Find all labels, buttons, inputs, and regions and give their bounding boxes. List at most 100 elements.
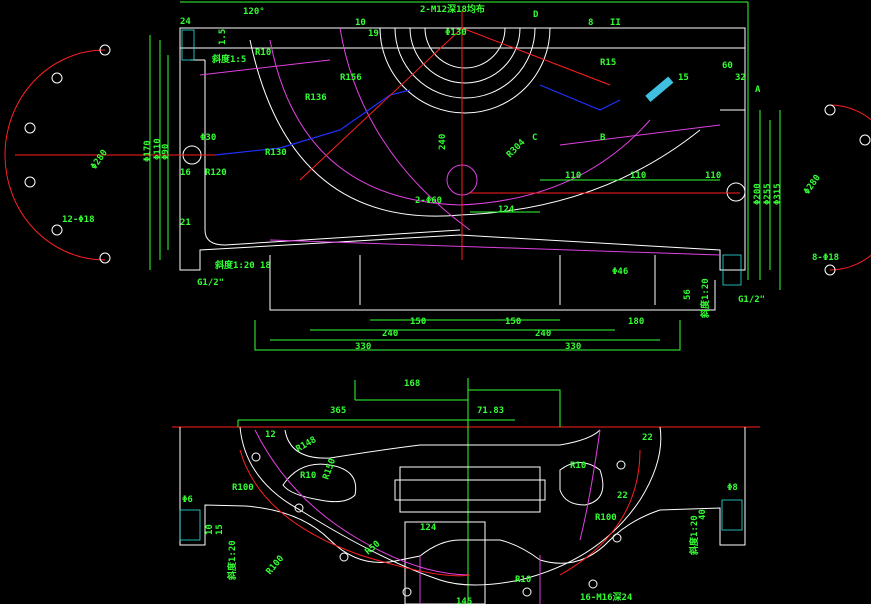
dim-label: 240 [438,134,448,150]
dim-label: 124 [498,205,515,215]
center-boss [404,521,486,604]
bolt-circle [4,49,106,261]
hidden-lines [199,59,721,256]
hole-circle [726,182,746,202]
dim-label: 12-Φ18 [62,215,95,225]
dim-label: Φ280 [89,148,110,172]
dim-label: R304 [505,137,528,160]
dim-label: Φ280 [802,173,823,197]
dim-label: R120 [205,168,227,178]
dim-label: 8 [588,18,593,28]
thread-label: G1/2" [738,295,765,305]
dim-label: 22 [642,433,653,443]
slope-label: 斜度1:5 [211,53,246,65]
dim-label: 330 [355,342,371,352]
dim-label: 145 [456,597,472,604]
dim-label: 60 [722,61,733,71]
bearing-bore [394,27,536,99]
dim-label: Φ46 [612,267,628,277]
dim-label: 32 [735,73,746,83]
dim-label: B [600,133,606,143]
dim-label: 150 [505,317,521,327]
hatch-section [722,254,742,286]
dim-label: A [755,85,761,95]
bottom-view-labels: 168 365 71.83 R148 R10 R150 R100 R100 R1… [182,379,738,604]
dim-label: 40 [698,509,708,520]
dim-label: R15 [600,58,616,68]
hidden-arc [339,27,471,231]
hatch-section [179,509,201,541]
hidden-lines [254,429,601,604]
dim-label: 21 [180,218,191,228]
top-view [4,10,871,351]
dim-label: C [532,133,537,143]
centerline [299,27,463,181]
dim-label: R148 [295,435,319,455]
dim-label: Φ130 [445,28,467,38]
dim-label: 240 [382,329,398,339]
bottom-view [172,378,760,604]
top-view-labels: 24 120° 2-M12深18均布 D 10 19 8 II 斜度1:5 R1… [62,3,839,352]
bolt-holes-bottom [251,452,626,597]
dim-label: Φ200 [753,183,763,205]
dim-label: 150 [410,317,426,327]
dim-label: 10 [205,524,215,535]
inner-wall [204,60,461,246]
dimension-lines [237,380,561,427]
dim-label: 124 [420,523,437,533]
dim-label: Φ90 [161,144,171,160]
dim-label: 365 [330,406,346,416]
hatch-section [721,499,743,531]
dim-label: R10 [515,575,531,585]
dim-label: R130 [265,148,287,158]
dim-label: 240 [535,329,551,339]
dim-label: Φ170 [143,140,153,162]
slope-label: 斜度1:20 [688,515,700,556]
hatch-section [181,29,195,61]
rib-slot [399,466,541,513]
dim-label: 15 [215,524,225,535]
dim-label: Φ30 [200,133,216,143]
outer-arc [239,426,662,586]
note-label: 16-M16深24 [580,591,633,603]
hidden-arc [269,39,651,206]
bearing-bore [409,27,521,84]
dim-label: Φ315 [773,183,783,205]
dim-label: 22 [617,491,628,501]
dim-label: 56 [683,289,693,300]
dim-label: 110 [705,171,721,181]
bolt-holes-left [24,44,111,264]
dim-label: R136 [305,93,327,103]
base-outline [269,280,716,311]
dim-label: R10 [570,461,586,471]
bearing-bore [424,27,506,69]
dim-label: 168 [404,379,420,389]
dim-label: Φ6 [182,495,193,505]
dim-label: R10 [300,471,316,481]
dim-label: 16 [180,168,191,178]
dim-label: R10 [255,48,271,58]
dim-label: 18 [260,261,271,271]
dim-label: 71.83 [477,406,504,416]
dim-label: Φ110 [153,138,163,160]
bearing-bore [379,27,551,114]
slope-label: 斜度1:20 [214,259,255,271]
dim-label: 10 [355,18,366,28]
dim-label: 19 [368,29,379,39]
dim-label: 24 [180,17,191,27]
dim-label: R150 [321,457,338,481]
housing-arc [249,39,701,217]
note-label: 2-M12深18均布 [420,3,485,15]
section-line [214,89,411,156]
dim-label: 2-Φ60 [415,196,442,206]
dimension-lines [254,319,681,351]
dim-label: D [533,10,539,20]
dim-label: 1.5 [218,29,228,45]
dim-label: 8-Φ18 [812,253,839,263]
dim-label: 330 [565,342,581,352]
bolt-holes-right [824,104,871,276]
centerline [461,27,611,86]
dim-label: Φ8 [727,483,738,493]
core-pocket [559,462,604,506]
